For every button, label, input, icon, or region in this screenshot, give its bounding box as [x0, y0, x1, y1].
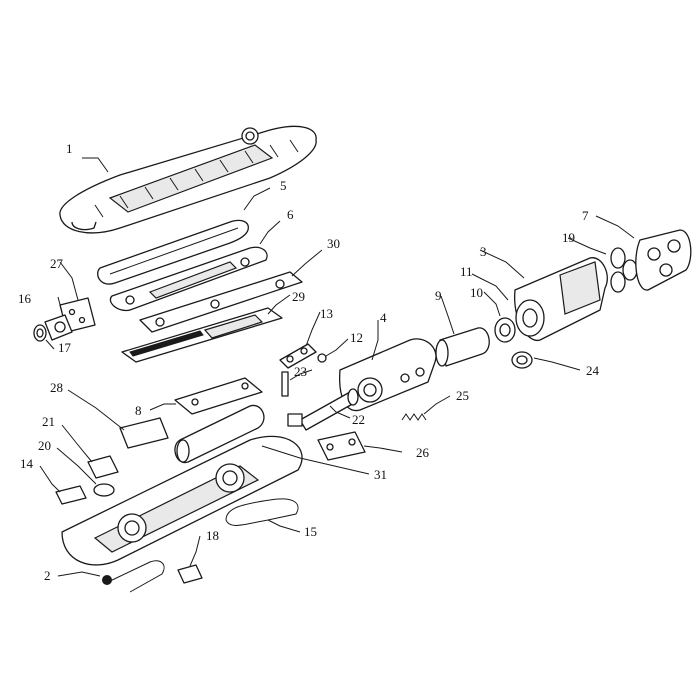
callout-28: 28 [50, 380, 63, 395]
part-9-tube [435, 327, 490, 367]
part-4-housing [339, 338, 437, 412]
part-31-battery [174, 404, 265, 464]
part-22-shaft [287, 388, 359, 431]
part-30-plate [139, 271, 303, 333]
callout-25: 25 [456, 388, 469, 403]
part-3-motor [514, 257, 608, 341]
part-8-bracket [174, 377, 263, 415]
part-5-lens [97, 219, 249, 285]
callout-labels: 1 5 6 30 29 27 16 17 13 12 23 4 22 9 10 … [18, 141, 600, 583]
leader-lines [39, 157, 635, 577]
part-2-base [61, 435, 303, 585]
part-21-pad [87, 455, 119, 479]
part-28-plate [119, 417, 169, 449]
part-17-cap [33, 324, 47, 342]
callout-5: 5 [280, 178, 287, 193]
part-15-wire [225, 498, 299, 526]
callout-8: 8 [135, 403, 142, 418]
callout-16: 16 [18, 291, 32, 306]
part-19-contacts [610, 247, 638, 293]
callout-12: 12 [350, 330, 363, 345]
callout-20: 20 [38, 438, 51, 453]
part-29-led-board [121, 307, 283, 363]
part-18-wire-clip [107, 560, 203, 593]
callout-14: 14 [20, 456, 34, 471]
part-7-end-plate [635, 229, 692, 291]
callout-9: 9 [435, 288, 442, 303]
callout-23: 23 [294, 364, 307, 379]
callout-11: 11 [460, 264, 473, 279]
callout-1: 1 [66, 141, 73, 156]
part-20-disc [93, 483, 115, 497]
callout-21: 21 [42, 414, 55, 429]
part-16-switch [44, 314, 73, 341]
part-13-clip [279, 343, 317, 369]
part-12-screw [317, 353, 327, 363]
callout-30: 30 [327, 236, 340, 251]
callout-4: 4 [380, 310, 387, 325]
part-6-frame [109, 246, 268, 312]
callout-7: 7 [582, 208, 589, 223]
part-10-ring [494, 317, 516, 343]
callout-24: 24 [586, 363, 600, 378]
part-23-pin [281, 371, 289, 397]
callout-29: 29 [292, 289, 305, 304]
callout-26: 26 [416, 445, 430, 460]
callout-27: 27 [50, 256, 64, 271]
callout-15: 15 [304, 524, 317, 539]
callout-19: 19 [562, 230, 575, 245]
callout-22: 22 [352, 412, 365, 427]
callout-18: 18 [206, 528, 219, 543]
part-26-bracket [317, 431, 366, 461]
callout-6: 6 [287, 207, 294, 222]
part-1-top-cover [59, 125, 317, 234]
callout-17: 17 [58, 340, 72, 355]
callout-2: 2 [44, 568, 51, 583]
part-14-tab [55, 485, 87, 505]
callout-10: 10 [470, 285, 483, 300]
part-25-spring [401, 413, 427, 421]
part-24-washer [511, 351, 533, 369]
callout-31: 31 [374, 467, 387, 482]
callout-3: 3 [480, 244, 487, 259]
callout-13: 13 [320, 306, 333, 321]
